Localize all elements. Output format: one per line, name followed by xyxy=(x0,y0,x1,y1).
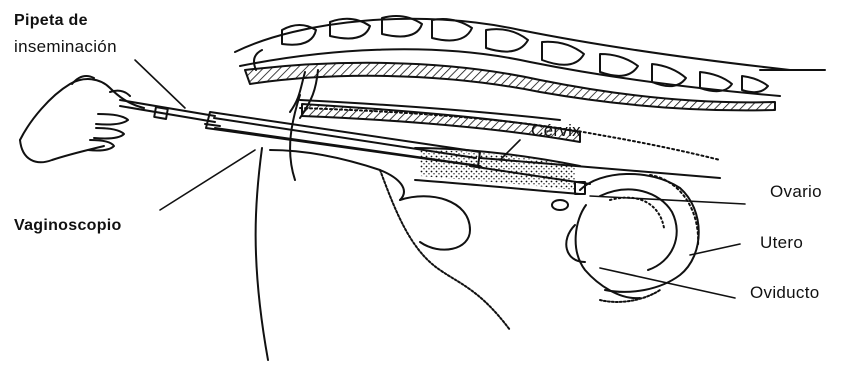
vagina-and-bladder xyxy=(256,95,510,360)
label-pipette-line2: inseminación xyxy=(14,38,117,55)
label-uterus: Utero xyxy=(760,234,803,251)
label-pipette-line1: Pipeta de xyxy=(14,13,88,29)
spine xyxy=(235,16,825,110)
cervix-region xyxy=(415,148,585,194)
leader-lines xyxy=(135,60,745,298)
label-cervix: Cérvix xyxy=(531,122,581,139)
label-oviduct: Oviducto xyxy=(750,284,820,301)
hand xyxy=(20,76,144,162)
label-speculum: Vaginoscopio xyxy=(14,218,122,234)
label-ovary: Ovario xyxy=(770,183,822,200)
